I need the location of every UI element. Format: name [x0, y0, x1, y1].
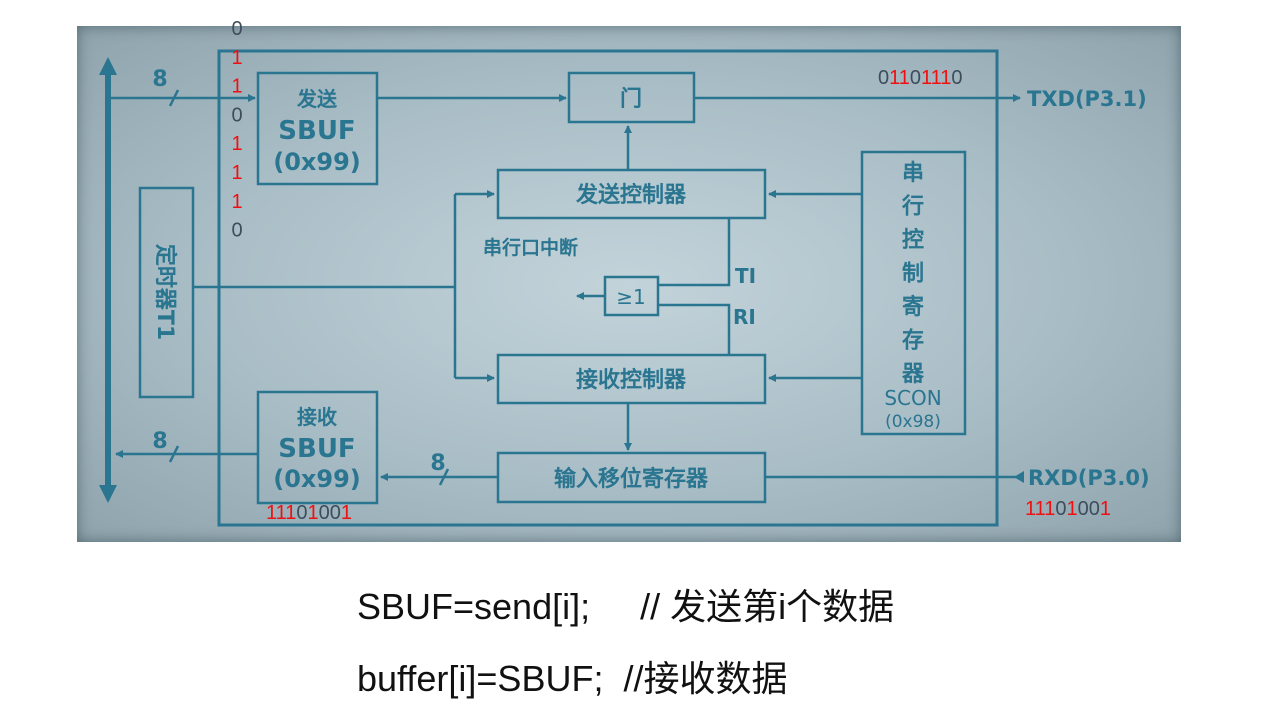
bit: 1 [931, 67, 942, 89]
scon-box [860, 150, 967, 436]
scon-char: 控 [902, 227, 924, 253]
or-gate-label: ≥1 [616, 285, 645, 309]
bit: 1 [231, 47, 242, 69]
bit: 0 [951, 67, 962, 89]
bit: 0 [910, 67, 921, 89]
bit: 1 [231, 191, 242, 213]
bus-width-out: 8 [152, 429, 167, 454]
recv-controller-box [496, 353, 767, 405]
bus-width-in: 8 [152, 67, 167, 92]
scon-addr: (0x98) [885, 412, 941, 432]
bit: 1 [276, 502, 287, 524]
send-sbuf-line3: (0x99) [273, 148, 361, 176]
bitstream-vertical-send: 0 1 1 0 1 1 1 0 [231, 18, 242, 242]
code-recv-stmt: buffer[i]=SBUF; [357, 658, 604, 699]
txd-label: TXD(P3.1) [1027, 87, 1147, 111]
bit: 1 [266, 502, 277, 524]
bit: 0 [878, 67, 889, 89]
bit: 1 [1100, 498, 1111, 520]
scon-name: SCON [884, 386, 941, 410]
bitstream-recv-sbuf: 11101001 [266, 502, 352, 524]
bit: 1 [1044, 498, 1055, 520]
bit: 1 [285, 502, 296, 524]
recv-sbuf-line2: SBUF [278, 434, 355, 464]
shift-register-label: 输入移位寄存器 [554, 466, 709, 492]
ri-label: RI [733, 305, 756, 329]
timer-box [138, 186, 195, 399]
scon-char: 制 [902, 262, 924, 287]
bit: 1 [899, 67, 910, 89]
bit: 0 [231, 220, 242, 242]
send-sbuf-box [256, 71, 379, 186]
bitstream-rxd: 11101001 [1025, 498, 1111, 520]
bit: 1 [1067, 498, 1078, 520]
bit: 0 [1089, 498, 1100, 520]
code-line-recv: buffer[i]=SBUF; //接收数据 [357, 650, 787, 702]
recv-sbuf-line3: (0x99) [273, 465, 361, 493]
serial-interrupt-label: 串行口中断 [483, 236, 578, 259]
bit: 1 [940, 67, 951, 89]
bit: 1 [231, 133, 242, 155]
send-sbuf-line2: SBUF [278, 116, 355, 146]
bit: 0 [1078, 498, 1089, 520]
bit: 0 [330, 502, 341, 524]
bit: 0 [319, 502, 330, 524]
scon-char: 存 [902, 328, 924, 354]
ti-label: TI [735, 264, 756, 288]
code-send-stmt: SBUF=send[i]; [357, 586, 591, 627]
bit: 0 [1055, 498, 1066, 520]
timer-label: 定时器T1 [152, 244, 178, 340]
recv-sbuf-line1: 接收 [297, 405, 337, 429]
code-recv-comment: //接收数据 [623, 658, 788, 699]
bit: 1 [921, 67, 932, 89]
recv-controller-label: 接收控制器 [576, 367, 687, 393]
bit: 1 [889, 67, 900, 89]
scon-char: 器 [901, 362, 925, 387]
rxd-label: RXD(P3.0) [1028, 466, 1150, 490]
code-line-send: SBUF=send[i]; // 发送第i个数据 [357, 578, 894, 630]
bitstream-txd: 01101110 [878, 67, 963, 89]
code-send-comment: // 发送第i个数据 [640, 586, 895, 627]
bus-width-shift: 8 [430, 451, 445, 476]
scon-char: 寄 [902, 294, 924, 320]
bit: 1 [231, 162, 242, 184]
gate-label: 门 [620, 86, 642, 112]
send-sbuf-line1: 发送 [296, 87, 338, 111]
send-controller-box [496, 168, 767, 220]
bit: 0 [231, 18, 242, 40]
send-controller-label: 发送控制器 [575, 182, 687, 208]
recv-sbuf-box [256, 390, 379, 505]
scon-char: 行 [901, 194, 924, 220]
bit: 1 [341, 502, 352, 524]
bit: 1 [308, 502, 319, 524]
bit: 1 [231, 76, 242, 98]
bit: 1 [1025, 498, 1036, 520]
bit: 1 [1035, 498, 1046, 520]
bit: 0 [296, 502, 307, 524]
scon-char: 串 [902, 161, 924, 186]
bit: 0 [231, 104, 242, 126]
